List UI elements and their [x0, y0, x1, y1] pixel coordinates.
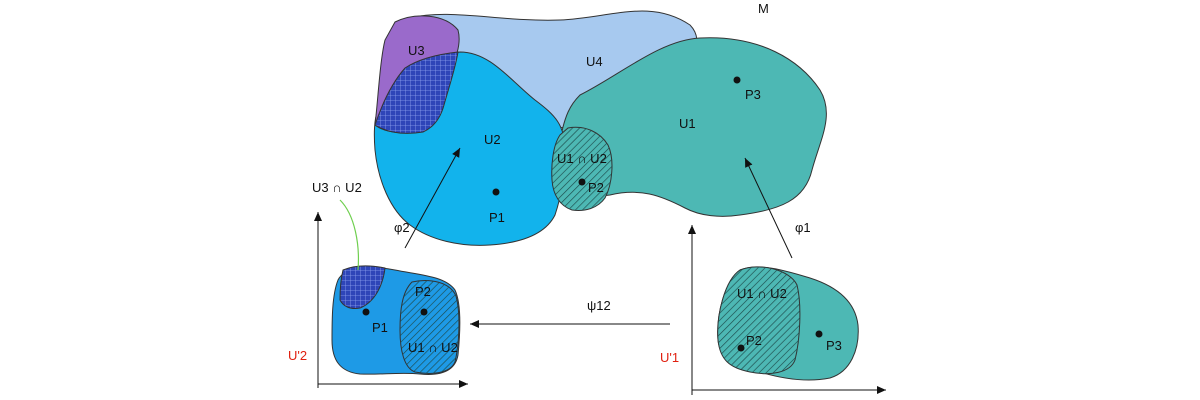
point-left-p2-dot — [420, 308, 428, 316]
label-u2: U2 — [484, 132, 501, 147]
point-right-p2-dot — [737, 344, 745, 352]
label-p3: P3 — [745, 87, 761, 102]
point-p3-dot — [733, 76, 741, 84]
label-p1: P1 — [489, 210, 505, 225]
label-phi1: φ1 — [795, 220, 811, 235]
chart-u1-prime: P2 P3 U1 ∩ U2 U'1 — [660, 225, 886, 395]
label-axis-u2-prime: U'2 — [288, 348, 307, 363]
label-u1-u2-overlap: U1 ∩ U2 — [557, 151, 607, 166]
label-u4: U4 — [586, 54, 603, 69]
label-m: M — [758, 1, 769, 16]
arrow-phi1 — [744, 157, 793, 259]
maps: φ2 φ1 ψ12 — [394, 147, 811, 328]
label-axis-u1-prime: U'1 — [660, 350, 679, 365]
label-right-u1-u2: U1 ∩ U2 — [737, 286, 787, 301]
label-u3: U3 — [408, 43, 425, 58]
chart-u2-prime: U3 ∩ U2 P1 P2 U1 ∩ U2 U'2 — [288, 180, 468, 388]
arrow-phi2 — [404, 147, 461, 249]
label-right-p3: P3 — [826, 338, 842, 353]
region-u2-u3-overlap — [374, 51, 459, 134]
label-phi2: φ2 — [394, 220, 410, 235]
label-left-p1: P1 — [372, 320, 388, 335]
label-callout-u3-u2: U3 ∩ U2 — [312, 180, 362, 195]
region-chart-u3-u2 — [339, 265, 386, 309]
label-right-p2: P2 — [746, 333, 762, 348]
label-u1: U1 — [679, 116, 696, 131]
label-left-u1-u2: U1 ∩ U2 — [408, 340, 458, 355]
point-right-p3-dot — [815, 330, 823, 338]
manifold-m: M U3 U4 U2 U1 U1 ∩ U2 P1 P2 P3 — [373, 1, 827, 246]
label-p2: P2 — [588, 180, 604, 195]
callout-line — [339, 199, 360, 271]
label-psi12: ψ12 — [587, 298, 611, 313]
label-left-p2: P2 — [415, 284, 431, 299]
point-p2-dot — [578, 178, 586, 186]
point-p1-dot — [492, 188, 500, 196]
point-left-p1-dot — [362, 308, 370, 316]
